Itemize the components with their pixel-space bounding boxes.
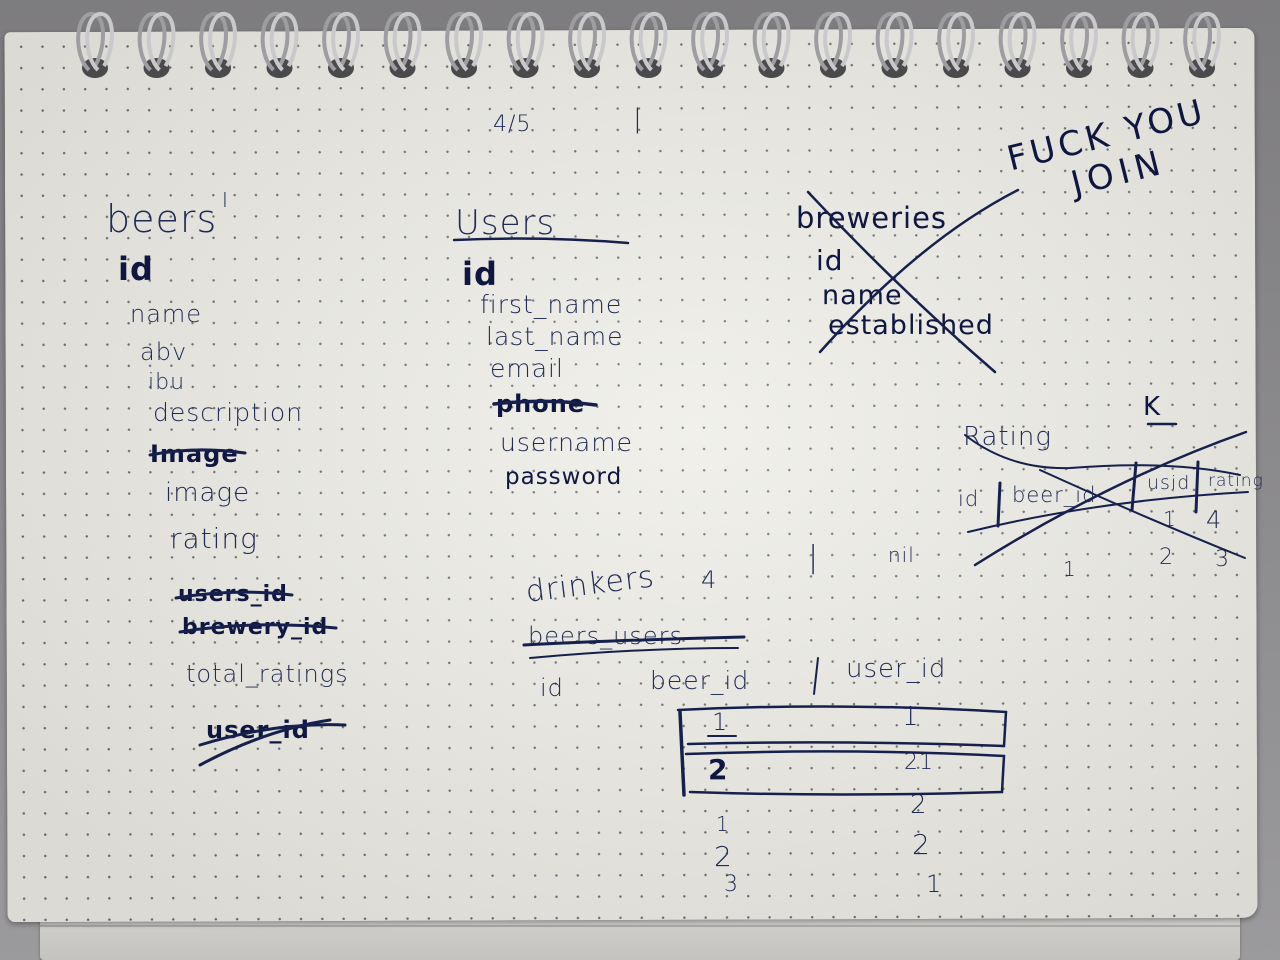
beers-field-image: image <box>165 478 251 508</box>
binding-ring <box>577 12 606 72</box>
drinkers-row2-beer: 2 <box>708 753 729 786</box>
page-number: 4/5 <box>493 112 532 137</box>
beers-field-image-crossed: Image <box>150 440 239 468</box>
beers-title-mark: I <box>222 188 229 212</box>
rating-title: Rating <box>963 422 1052 452</box>
drinkers-crossed-title: beers_users <box>528 622 683 650</box>
binding-ring <box>1007 12 1037 72</box>
rating-value-4: 4 <box>1206 506 1223 534</box>
drinkers-extra-user-1: 2 <box>910 790 928 820</box>
binding-ring <box>752 12 782 72</box>
binding-ring <box>260 12 290 72</box>
beers-field-name: name <box>130 300 203 328</box>
users-field-first-name: first_name <box>480 290 623 319</box>
spiral-binding <box>76 12 1221 78</box>
header-mark: | <box>633 104 643 134</box>
binding-ring <box>700 12 729 72</box>
breweries-field-established: established <box>828 310 994 341</box>
drinkers-title-number: 4 <box>701 566 718 594</box>
binding-ring <box>269 12 299 72</box>
drinkers-col-user-id: user_id <box>846 654 947 684</box>
beers-field-brewery-id-crossed: brewery_id <box>182 615 329 640</box>
breweries-title: breweries <box>796 201 948 235</box>
binding-ring <box>199 12 228 72</box>
binding-ring <box>946 12 975 72</box>
binding-ring <box>1069 12 1098 72</box>
users-title: Users <box>455 203 556 243</box>
beers-title: beers <box>106 197 218 241</box>
binding-ring <box>937 12 966 72</box>
beers-field-description: description <box>153 398 304 427</box>
binding-ring <box>208 12 237 72</box>
rating-col-rating: rating <box>1208 471 1264 491</box>
binding-ring <box>137 12 167 72</box>
rating-col-usid: usid <box>1147 472 1191 494</box>
side-mark-nil: nil <box>888 543 915 567</box>
users-field-email: email <box>490 354 564 383</box>
drinkers-extra-user-2: 2 <box>912 828 931 861</box>
drinkers-col-id: id <box>540 674 564 702</box>
binding-ring <box>629 12 659 72</box>
rating-row-2: 2 <box>1159 545 1174 570</box>
binding-ring <box>638 12 668 72</box>
rating-row-3: 3 <box>1215 547 1230 572</box>
side-mark-bar: | <box>808 540 820 575</box>
drinkers-extra-beer-3: 3 <box>724 872 739 897</box>
binding-ring <box>568 12 597 72</box>
binding-ring <box>76 12 105 72</box>
binding-ring <box>814 12 843 72</box>
beers-field-id: id <box>118 250 154 288</box>
drinkers-row1-beer: 1 <box>712 708 729 736</box>
users-field-username: username <box>500 428 633 457</box>
binding-ring <box>1060 12 1089 72</box>
binding-ring <box>85 12 114 72</box>
binding-ring <box>506 12 536 72</box>
users-field-password: password <box>505 464 623 490</box>
users-field-id: id <box>462 255 498 293</box>
beers-field-total-ratings: total_ratings <box>186 660 349 688</box>
rating-row-1: 1 <box>1063 557 1077 581</box>
drinkers-extra-beer-2: 2 <box>714 840 733 873</box>
rating-col-id: id <box>958 487 980 511</box>
binding-ring <box>322 12 351 72</box>
binding-ring <box>515 12 545 72</box>
users-field-last-name: last_name <box>486 322 624 351</box>
rating-col-beer-id: beer_id <box>1012 483 1097 507</box>
binding-ring <box>998 12 1028 72</box>
binding-ring <box>761 12 791 72</box>
binding-ring <box>454 12 483 72</box>
beers-field-users-id-crossed: users_id <box>178 582 288 607</box>
binding-ring <box>691 12 720 72</box>
binding-ring <box>1130 12 1160 72</box>
beers-field-user-id-crossed: user_id <box>206 716 310 744</box>
binding-ring <box>331 12 360 72</box>
breweries-field-name: name <box>822 280 903 311</box>
rating-corner-mark: K <box>1143 392 1162 422</box>
binding-ring <box>1121 12 1151 72</box>
drinkers-extra-beer-1: 1 <box>716 812 730 836</box>
users-field-phone-crossed: phone <box>496 390 586 418</box>
drinkers-col-beer-id: beer_id <box>650 666 750 695</box>
binding-ring <box>1183 12 1212 72</box>
beers-field-ibu: ibu <box>148 370 186 395</box>
beers-field-rating: rating <box>170 522 258 555</box>
binding-ring <box>1192 12 1221 72</box>
binding-ring <box>875 12 905 72</box>
binding-ring <box>823 12 852 72</box>
binding-ring <box>884 12 914 72</box>
binding-ring <box>146 12 176 72</box>
binding-ring <box>445 12 474 72</box>
rating-value-1: 1 <box>1163 507 1177 531</box>
beers-field-abv: abv <box>140 338 188 366</box>
drinkers-row2-user: 21 <box>904 750 934 775</box>
binding-ring <box>383 12 413 72</box>
drinkers-row1-user: 1 <box>902 702 920 732</box>
drinkers-extra-user-3: 1 <box>926 870 943 898</box>
binding-ring <box>392 12 422 72</box>
breweries-field-id: id <box>816 244 844 277</box>
